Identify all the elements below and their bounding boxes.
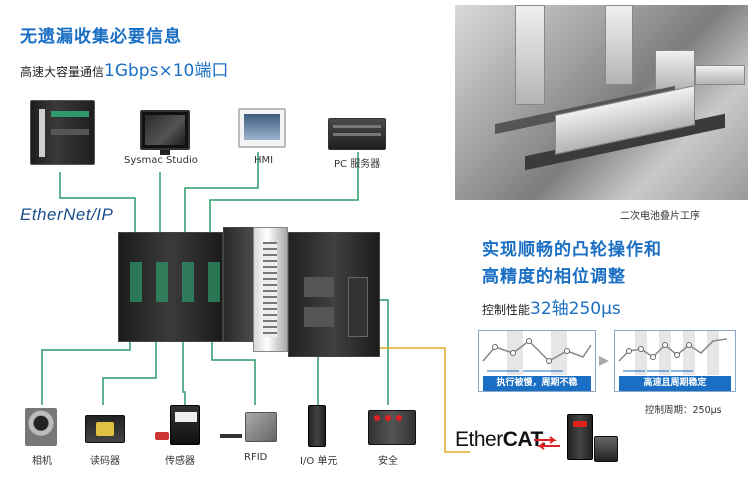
right-headline-line2: 高精度的相位调整 <box>482 267 626 287</box>
control-performance: 控制性能32轴250μs <box>482 294 621 319</box>
subheadline-prefix: 高速大容量通信 <box>20 65 105 79</box>
monitor-icon <box>140 110 190 150</box>
device-label-sensor: 传感器 <box>165 456 195 467</box>
ethercat-logo-cat: CAT. <box>502 428 547 451</box>
device-label-sysmac: Sysmac Studio <box>124 155 198 166</box>
waveform-before: 执行被慢，周期不稳 <box>478 330 596 392</box>
controller-unit-icon <box>30 100 95 165</box>
io-unit-icon <box>308 405 326 447</box>
line-server-to-controller <box>209 152 359 258</box>
machine-controller-icon <box>118 222 380 357</box>
control-period-label: 控制周期：250μs <box>645 405 722 416</box>
code-reader-icon <box>85 415 125 443</box>
device-label-safety: 安全 <box>378 456 398 467</box>
control-performance-prefix: 控制性能 <box>482 303 531 317</box>
sensor-head-icon <box>155 432 169 440</box>
battery-stacking-photo <box>455 5 748 200</box>
waveform-after-caption: 高速且周期稳定 <box>619 376 731 391</box>
device-label-io-unit: I/O 单元 <box>300 456 338 467</box>
subheadline: 高速大容量通信1Gbps×10端口 <box>20 56 228 81</box>
photo-caption: 二次电池叠片工序 <box>620 211 700 222</box>
rfid-antenna-icon <box>220 434 242 438</box>
waveform-before-caption: 执行被慢，周期不稳 <box>483 376 591 391</box>
server-icon <box>328 118 386 150</box>
ethercat-logo-ether: Ether <box>455 428 503 451</box>
control-performance-value: 32轴250μs <box>530 299 621 319</box>
right-headline-line1: 实现顺畅的凸轮操作和 <box>482 240 662 260</box>
sensor-icon <box>170 405 200 445</box>
rfid-icon <box>245 412 277 442</box>
line-hmi-to-controller <box>184 152 259 258</box>
device-label-camera: 相机 <box>32 456 52 467</box>
device-label-code-reader: 读码器 <box>90 456 120 467</box>
device-label-pc-server: PC 服务器 <box>334 159 381 170</box>
line-pc-to-controller <box>59 172 136 252</box>
servo-motor-icon <box>594 436 618 462</box>
ethernet-ip-logo: EtherNet/IP <box>20 205 114 224</box>
hmi-panel-icon <box>238 108 286 148</box>
waveform-after: 高速且周期稳定 <box>614 330 736 392</box>
ethercat-arrows-icon <box>534 436 560 450</box>
arrow-right-icon <box>599 356 609 366</box>
ethercat-logo: EtherCAT. <box>455 428 546 452</box>
camera-icon <box>25 408 57 446</box>
line-camera <box>41 320 131 405</box>
subheadline-value: 1Gbps×10端口 <box>104 61 229 81</box>
servo-drive-icon <box>567 414 593 460</box>
line-sensor <box>182 320 186 405</box>
device-label-hmi: HMI <box>254 155 274 166</box>
page-title: 无遗漏收集必要信息 <box>20 27 182 47</box>
monitor-stand <box>160 150 170 155</box>
safety-controller-icon <box>368 410 416 445</box>
device-label-rfid: RFID <box>244 452 268 463</box>
line-reader <box>102 320 157 405</box>
